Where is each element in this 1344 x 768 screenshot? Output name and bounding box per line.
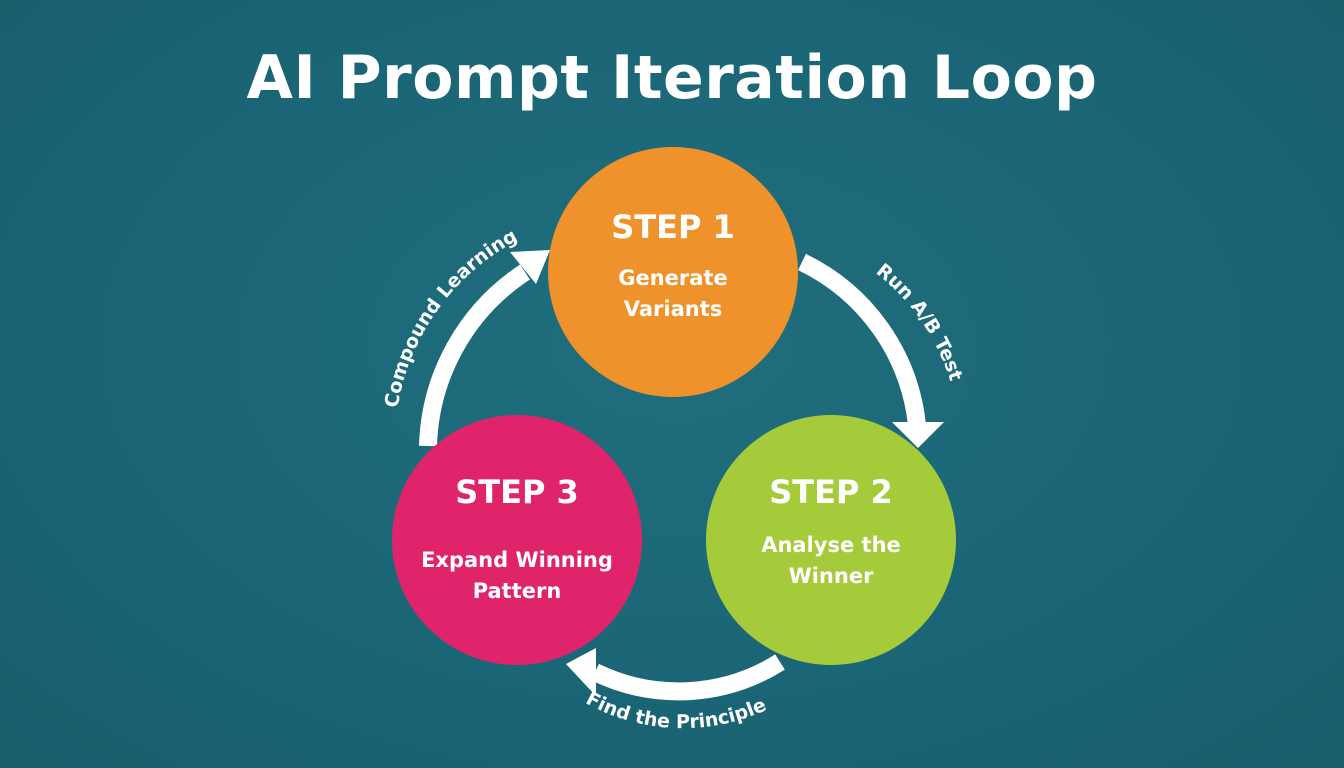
- step-3-line-1: Expand Winning: [421, 548, 613, 572]
- arrow-step3-to-step1: [419, 250, 550, 447]
- arrow-shaft: [798, 253, 926, 427]
- step-2-node: STEP 2 Analyse the Winner: [706, 415, 956, 665]
- arrowhead-icon: [510, 250, 550, 284]
- arrowhead-icon: [892, 422, 944, 448]
- step-1-node: STEP 1 Generate Variants: [548, 147, 798, 397]
- arrow-label-compound-learning: Compound Learning: [381, 225, 521, 409]
- arrow-shaft: [591, 654, 785, 701]
- step-2-line-2: Winner: [789, 564, 875, 588]
- arrow-step1-to-step2: [798, 253, 944, 448]
- step-2-line-1: Analyse the: [761, 533, 901, 557]
- arrow-shaft: [419, 264, 530, 447]
- diagram-title: AI Prompt Iteration Loop: [246, 43, 1098, 113]
- step-3-node: STEP 3 Expand Winning Pattern: [392, 415, 642, 665]
- arrow-step2-to-step3: [566, 648, 785, 701]
- arrow-label-compound-learning-text: Compound Learning: [381, 225, 521, 409]
- step-2-circle: [706, 415, 956, 665]
- step-3-heading: STEP 3: [455, 473, 579, 511]
- step-3-circle: [392, 415, 642, 665]
- step-2-heading: STEP 2: [769, 473, 893, 511]
- step-1-circle: [548, 147, 798, 397]
- step-3-line-2: Pattern: [473, 579, 562, 603]
- step-1-line-1: Generate: [618, 266, 727, 290]
- step-1-heading: STEP 1: [611, 208, 735, 246]
- step-1-line-2: Variants: [624, 297, 723, 321]
- arrowhead-icon: [566, 648, 596, 696]
